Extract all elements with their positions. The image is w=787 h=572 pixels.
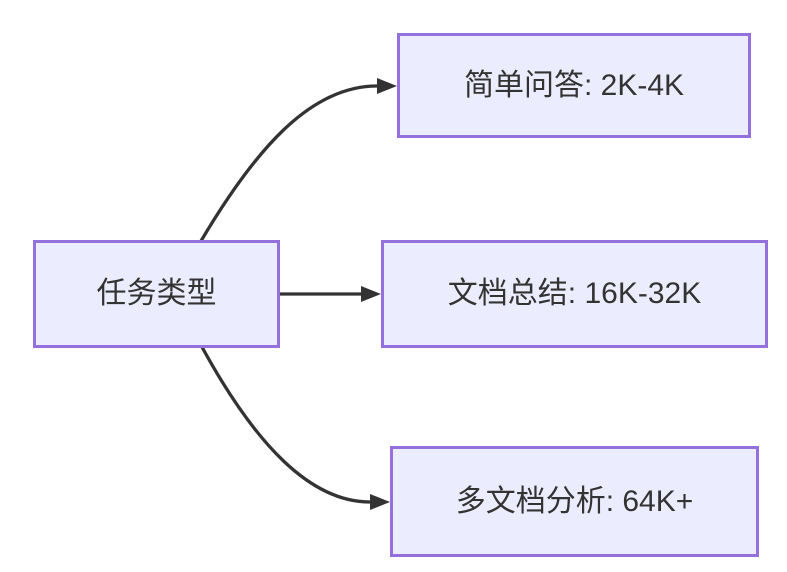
node-simple-qa-label: 简单问答: 2K-4K (463, 68, 685, 102)
edge-task-type-to-multi-doc (200, 346, 390, 510)
edge-task-type-to-simple-qa (199, 78, 397, 242)
node-multi-doc: 多文档分析: 64K+ (390, 446, 759, 557)
node-task-type-label: 任务类型 (96, 277, 217, 310)
node-doc-summary-label: 文档总结: 16K-32K (447, 277, 702, 310)
node-simple-qa: 简单问答: 2K-4K (397, 33, 751, 138)
node-multi-doc-label: 多文档分析: 64K+ (455, 484, 694, 518)
node-doc-summary: 文档总结: 16K-32K (381, 240, 768, 348)
node-task-type: 任务类型 (33, 240, 280, 348)
